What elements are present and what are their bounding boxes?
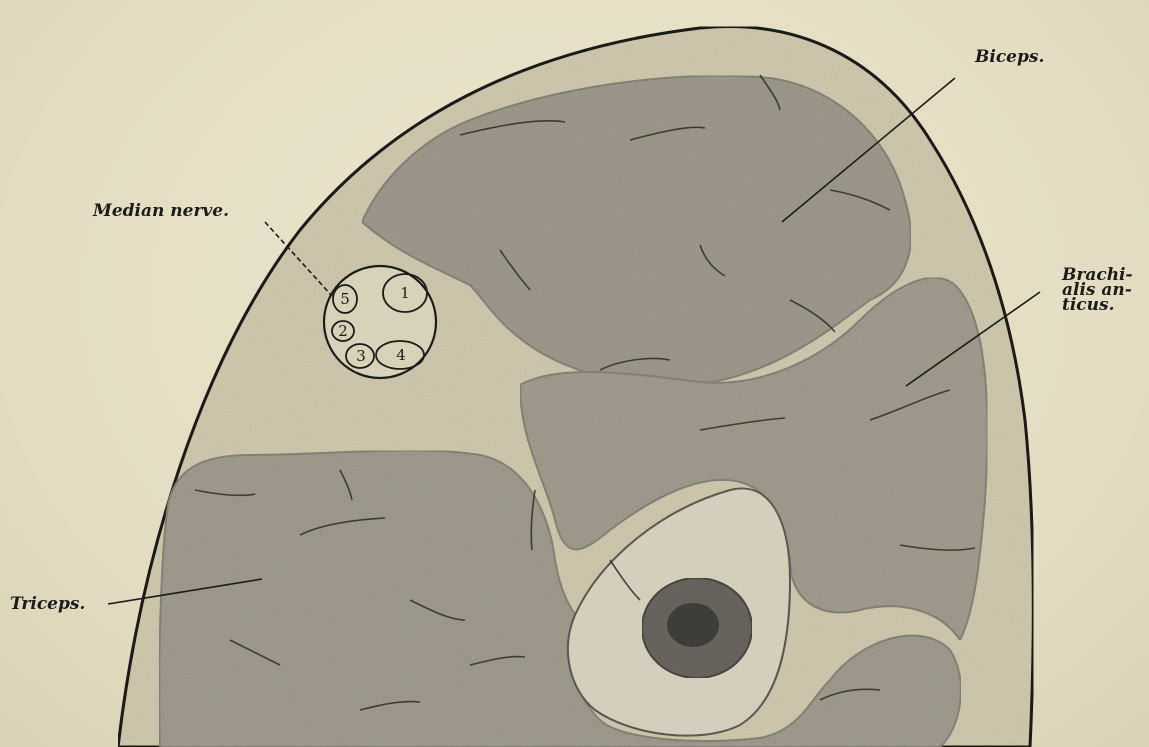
triceps-label: Triceps. xyxy=(10,596,85,613)
marrow-center xyxy=(667,603,719,647)
biceps-label: Biceps. xyxy=(975,49,1044,66)
median-nerve-label: Median nerve. xyxy=(93,203,229,220)
bundle-1-number: 1 xyxy=(400,284,410,302)
bundle-5-number: 5 xyxy=(340,290,350,308)
brachialis-label: Brachi- alis an- ticus. xyxy=(1062,268,1133,313)
median-nerve-diagram: 1 2 3 4 5 xyxy=(324,266,436,378)
bundle-2-number: 2 xyxy=(338,322,348,340)
bundle-3-number: 3 xyxy=(356,347,366,365)
bundle-4-number: 4 xyxy=(396,346,406,364)
